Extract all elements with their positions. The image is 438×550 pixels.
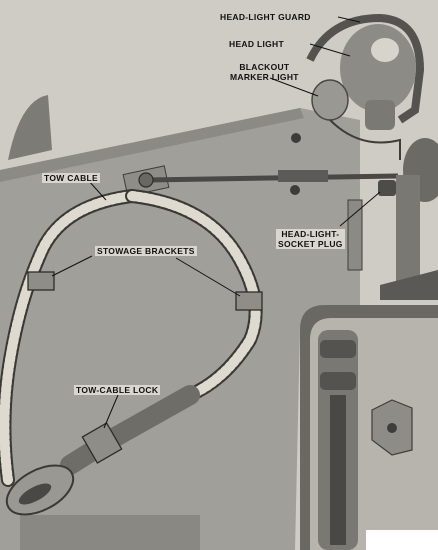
stowage-bracket-right: [235, 291, 263, 311]
tie-rod: [147, 173, 399, 183]
leader-head-light: [309, 43, 351, 57]
turnbuckle: [278, 170, 328, 182]
hinge-knuckle: [320, 372, 356, 390]
socket-plug: [378, 180, 396, 196]
corner-patch: [366, 530, 438, 550]
latch-bolt: [387, 423, 397, 433]
tow-cable-lock-clamp: [81, 422, 123, 464]
hinge-knuckle: [320, 340, 356, 358]
headlight-guard: [306, 13, 425, 124]
bolt: [290, 185, 300, 195]
post-base: [380, 270, 438, 300]
label-blackout-line2: MARKER LIGHT: [230, 72, 299, 82]
leader-lines: [51, 16, 381, 429]
blackout-marker-light: [311, 79, 349, 121]
hinge-pin: [330, 395, 346, 545]
label-blackout-line1: BLACKOUT: [239, 62, 290, 72]
support-bar: [347, 199, 363, 271]
leader-headlight-guard: [337, 16, 361, 23]
rod-end-eye: [138, 172, 154, 188]
fender-fin: [8, 95, 52, 160]
tow-cable-eye-hole: [18, 483, 52, 505]
bolt: [291, 133, 301, 143]
headlight-lens-highlight: [371, 38, 399, 62]
stowage-bracket-left: [27, 271, 55, 291]
leader-stowage-left: [51, 255, 93, 277]
label-headlight-guard: HEAD-LIGHT GUARD: [220, 12, 311, 22]
label-head-light: HEAD LIGHT: [229, 39, 284, 49]
tow-cable-left-strand: [0, 191, 137, 485]
label-stowage-brackets: STOWAGE BRACKETS: [95, 246, 197, 256]
leader-stowage-right: [175, 257, 241, 297]
label-tow-cable: TOW CABLE: [42, 173, 101, 183]
label-socket-line1: HEAD-LIGHT-: [276, 229, 345, 239]
headlight-body: [340, 24, 416, 112]
leader-tow-cable: [87, 179, 107, 201]
light-cable: [329, 119, 401, 160]
plate-top-edge: [0, 108, 304, 182]
leader-blackout-marker: [269, 77, 319, 97]
headlight-post: [396, 175, 420, 285]
leader-socket-plug: [339, 191, 381, 227]
label-blackout-marker-light: BLACKOUT MARKER LIGHT: [230, 62, 299, 82]
label-head-light-socket-plug: HEAD-LIGHT- SOCKET PLUG: [276, 229, 345, 249]
label-socket-line2: SOCKET PLUG: [276, 239, 345, 249]
lower-plate: [20, 515, 200, 550]
leader-tow-cable-lock: [103, 394, 119, 429]
light-mount: [365, 100, 395, 130]
label-tow-cable-lock: TOW-CABLE LOCK: [74, 385, 161, 395]
